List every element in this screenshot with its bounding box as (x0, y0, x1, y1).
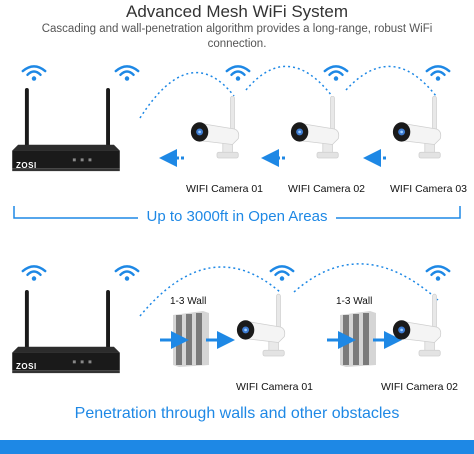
wifi-icon (21, 65, 47, 82)
mesh-arc (293, 263, 439, 301)
range-bracket-right (336, 206, 461, 219)
wifi-icon (114, 265, 140, 282)
camera-label-01: WIFI Camera 01 (236, 381, 314, 393)
diagram-title: Advanced Mesh WiFi System (125, 2, 348, 21)
penetration-banner: Penetration through walls and other obst… (74, 405, 400, 422)
mesh-arc (245, 65, 333, 97)
wall-label: 1-3 Wall (170, 296, 207, 307)
diagram-subtitle: Cascading and wall-penetration algorithm… (41, 23, 433, 50)
mesh-arc (139, 266, 281, 317)
camera-label-01: WIFI Camera 01 (186, 183, 264, 195)
nvr-brand-label: ZOSI (16, 362, 37, 371)
wall-label: 1-3 Wall (336, 296, 373, 307)
camera-icon (392, 293, 442, 357)
camera-label-03: WIFI Camera 03 (390, 183, 468, 195)
camera-icon (190, 96, 240, 159)
camera-icon (290, 96, 340, 159)
camera-icon (236, 293, 286, 357)
mesh-arc (139, 71, 235, 119)
nvr-recorder (12, 290, 120, 374)
range-banner: Up to 3000ft in Open Areas (146, 208, 328, 225)
nvr-brand-label: ZOSI (16, 161, 37, 170)
wifi-icon (114, 65, 140, 82)
wifi-icon (323, 65, 349, 82)
nvr-recorder (12, 88, 120, 172)
wifi-icon (425, 65, 451, 82)
wifi-icon (425, 265, 451, 282)
wifi-icon (21, 265, 47, 282)
camera-icon (392, 96, 442, 159)
bottom-accent-bar (0, 440, 474, 454)
range-bracket-left (13, 206, 138, 219)
wifi-icon (225, 65, 251, 82)
camera-label-02: WIFI Camera 02 (288, 183, 366, 195)
wifi-icon (269, 265, 295, 282)
mesh-arc (345, 65, 437, 97)
camera-label-02: WIFI Camera 02 (381, 381, 459, 393)
